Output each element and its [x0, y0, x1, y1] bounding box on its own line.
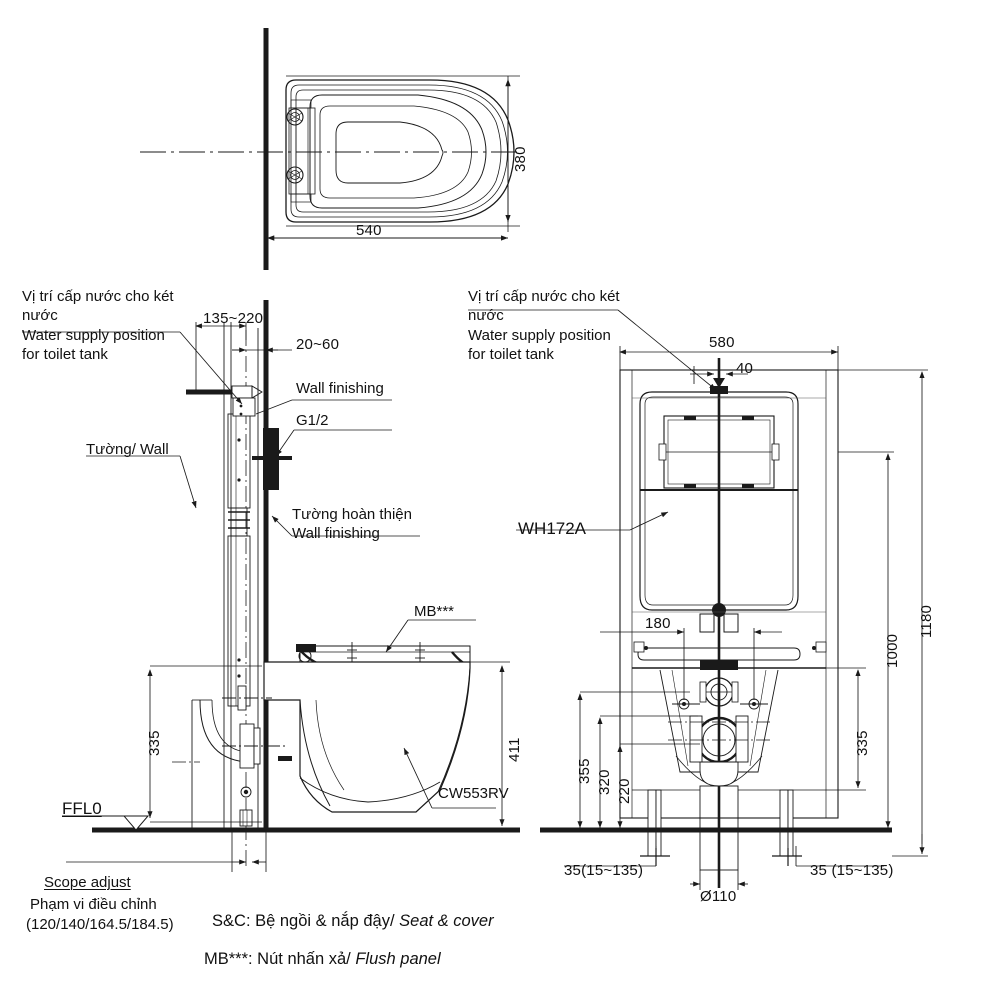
front-water-supply-en-line1: Water supply position	[468, 327, 611, 344]
front-view-wall-bolts	[633, 641, 827, 710]
side-view-dim-335	[147, 665, 262, 823]
top-view-dimension-lines	[267, 75, 520, 244]
front-water-supply-en-line2: for toilet tank	[468, 346, 554, 363]
front-view-supply-inlet	[710, 378, 728, 394]
front-view-dim-1000	[838, 451, 894, 828]
dim-supply-offset-range: 135~220	[203, 310, 264, 327]
bowl-opening	[335, 121, 444, 184]
dim-220: 220	[616, 778, 633, 804]
dim-pan-height-411: 411	[506, 737, 523, 762]
front-view-support-rail	[632, 647, 826, 670]
side-water-supply-en-line1: Water supply position	[22, 327, 165, 344]
label-seat-cover-code: MB***	[414, 603, 455, 620]
legend-en-mb: Flush panel	[355, 950, 441, 968]
seat-cover-outline	[285, 79, 515, 223]
front-view-dim-1180	[838, 369, 928, 857]
label-wall: Tường/ Wall	[86, 441, 169, 458]
dim-supply-center-offset-40: 40	[736, 360, 754, 377]
dim-seat-depth: 380	[512, 146, 529, 172]
front-water-supply-vn-line1: Vị trí cấp nước cho két	[468, 288, 620, 305]
label-floor-level-ffl0: FFL0	[62, 799, 102, 818]
dim-320: 320	[596, 769, 613, 795]
front-view-dim-stack	[577, 691, 700, 828]
legend-code-mb: MB***	[204, 950, 249, 968]
legend-vn-mb: : Nút nhấn xả/	[248, 950, 356, 968]
note-scope-adjust-en: Scope adjust	[44, 874, 131, 891]
note-scope-adjust-vn: Phạm vi điều chỉnh	[30, 896, 157, 913]
front-view-dim-dia110	[690, 870, 748, 890]
dim-1180: 1180	[918, 604, 935, 638]
dim-355: 355	[576, 758, 593, 784]
side-view-dim-411	[470, 661, 510, 826]
side-water-supply-en-line2: for toilet tank	[22, 346, 108, 363]
front-view-cistern	[639, 391, 799, 611]
front-view-frame-legs	[632, 789, 826, 866]
label-flush-panel-code: G1/2	[296, 412, 329, 429]
side-view-dim-20-60	[232, 340, 292, 356]
front-view-frame-outline	[619, 369, 839, 819]
dim-1000: 1000	[884, 633, 901, 668]
dim-seat-height-335: 335	[146, 730, 163, 756]
legend-code-sc: S&C	[212, 912, 246, 930]
front-view-construction-lines	[632, 397, 826, 613]
side-view-flush-panel	[252, 428, 292, 490]
side-water-supply-vn-line2: nước	[22, 307, 58, 324]
dim-frame-width-580: 580	[709, 334, 735, 351]
legend-vn-sc: : Bệ ngồi & nắp đậy/	[245, 912, 400, 930]
seat-hinge-assembly	[286, 99, 316, 203]
front-view-waste-assembly	[668, 674, 770, 871]
dim-leg-right: 35 (15~135)	[810, 862, 894, 879]
side-view-leader-lines	[22, 331, 496, 809]
label-pan-code: CW553RV	[438, 785, 509, 802]
seat-ring	[309, 94, 487, 209]
legend-line-flush-panel: MB***: Nút nhấn xả/ Flush panel	[204, 950, 441, 969]
side-view-scope-dim	[66, 832, 267, 872]
note-scope-values: (120/140/164.5/184.5)	[26, 916, 174, 933]
front-water-supply-vn-line2: nước	[468, 307, 504, 324]
dim-leg-left: 35(15~135)	[564, 862, 644, 879]
side-view-toilet-pan	[263, 661, 471, 813]
dim-panel-offset-range: 20~60	[296, 336, 340, 353]
dim-seat-width: 540	[356, 222, 382, 239]
label-frame-code-wh172a: WH172A	[518, 519, 587, 538]
front-view-cistern-outlet	[699, 603, 739, 633]
side-view-floor-line	[62, 815, 520, 833]
front-view-dim-40	[690, 366, 748, 384]
dim-335-right: 335	[854, 730, 871, 756]
legend-en-sc: Seat & cover	[399, 912, 494, 930]
side-water-supply-vn-line1: Vị trí cấp nước cho két	[22, 288, 174, 305]
side-view-waste-pipe	[172, 699, 247, 832]
front-view-dim-580	[619, 346, 839, 372]
front-view-leg-dims	[564, 846, 884, 867]
dim-waste-outlet-dia: Ø110	[700, 888, 737, 905]
label-g-half-thread: Wall finishing	[296, 380, 384, 397]
side-view-fixing-bolts	[222, 685, 292, 827]
legend-line-seat-cover: S&C: Bệ ngồi & nắp đậy/ Seat & cover	[212, 912, 494, 931]
label-wall-finishing-vn: Tường hoàn thiện	[292, 506, 412, 523]
front-view-leader-lines	[468, 309, 717, 531]
label-wall-finishing-en: Wall finishing	[292, 525, 380, 542]
side-view-dim-135-220	[195, 322, 247, 392]
dim-bolt-spacing-180: 180	[645, 615, 671, 632]
front-view-dim-335	[826, 667, 866, 791]
front-view-access-panel	[658, 415, 780, 489]
front-view-dim-180	[600, 628, 782, 700]
